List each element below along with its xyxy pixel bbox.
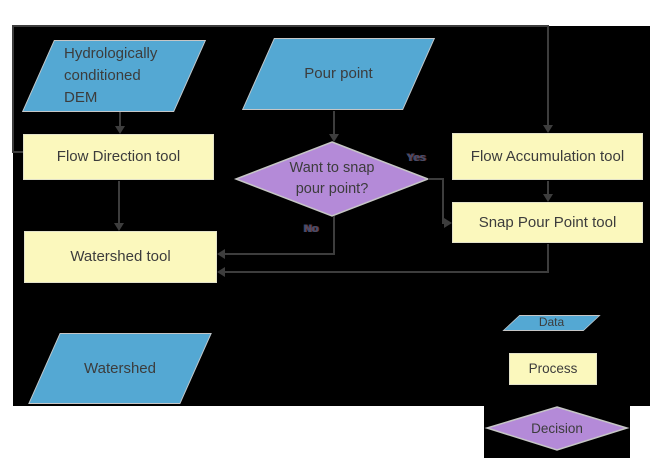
legend-process-label: Process (528, 361, 578, 377)
decision-label-line2: pour point? (295, 181, 369, 197)
edge-label-no: No (304, 223, 319, 235)
edge-label-yes: Yes (407, 152, 426, 164)
node-watershed-tool-label: Watershed tool (70, 248, 171, 266)
decision-label-line1: Want to snap (289, 159, 375, 176)
node-watershed-label: Watershed (84, 359, 156, 377)
node-watershed-tool-shape (24, 231, 217, 283)
node-dem-label: Hydrologically conditioned DEM (64, 42, 194, 110)
legend-decision-label: Decision (531, 420, 583, 436)
node-snap-pour-point-shape (452, 202, 643, 243)
legend-process-shape (509, 353, 597, 385)
node-snap-pour-point-label: Snap Pour Point tool (478, 213, 617, 231)
dem-label-line2: conditioned (64, 67, 141, 85)
legend-data-label: Data (538, 314, 565, 329)
node-flow-accumulation-label: Flow Accumulation tool (470, 147, 625, 165)
dem-label-line1: Hydrologically (64, 45, 158, 63)
node-flow-direction-label: Flow Direction tool (56, 148, 181, 166)
dem-label-line3: DEM (64, 88, 98, 106)
node-decision-label: Want to snap pour point? (262, 145, 402, 213)
node-pour-point-label: Pour point (304, 65, 373, 83)
